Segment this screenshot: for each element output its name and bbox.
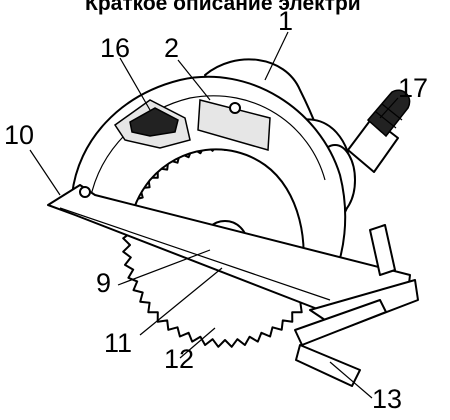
leader-16 [119, 57, 151, 111]
rip-fence [294, 224, 396, 387]
blade-guard [71, 75, 347, 286]
callout-1: 1 [278, 6, 294, 36]
callout-9: 9 [96, 268, 112, 298]
leader-13 [329, 361, 373, 399]
leader-12 [179, 327, 216, 359]
leader-11 [139, 267, 223, 336]
callout-16: 16 [100, 33, 131, 63]
leader-17 [379, 97, 399, 119]
callout-10: 10 [4, 120, 35, 150]
callout-11: 11 [104, 328, 133, 358]
auxiliary-handle [347, 89, 411, 173]
callout-13: 13 [372, 384, 403, 414]
callout-2: 2 [164, 33, 180, 63]
leader-9 [117, 249, 211, 286]
diagram-title: Краткое описание электри [85, 0, 361, 15]
callout-12: 12 [164, 344, 195, 374]
leader-10 [29, 149, 61, 196]
leader-2 [177, 59, 211, 101]
leader-1 [264, 31, 289, 81]
callout-17: 17 [398, 73, 429, 103]
leader-lines [29, 31, 399, 399]
